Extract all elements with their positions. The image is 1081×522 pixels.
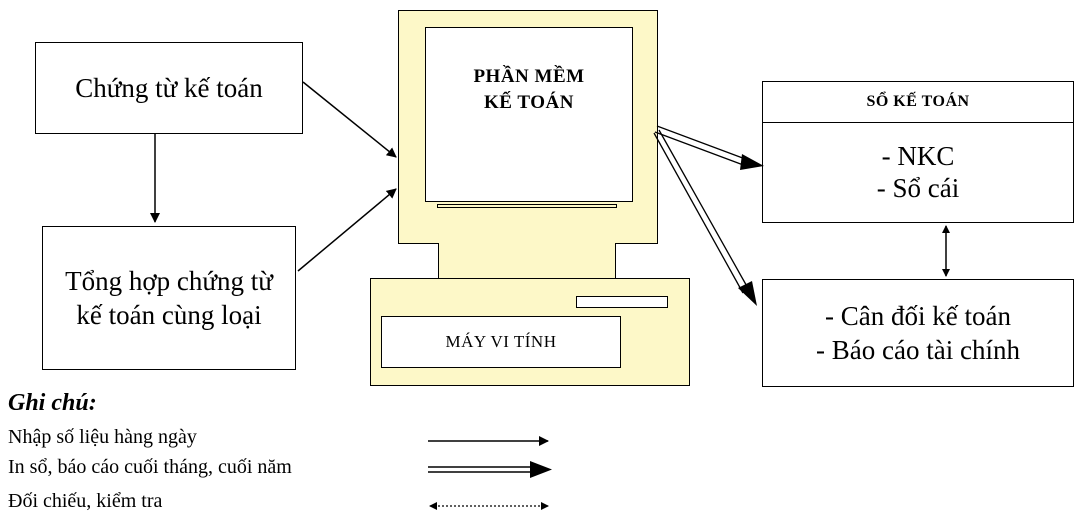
ledger-header: SỔ KẾ TOÁN	[763, 82, 1073, 123]
source-doc-label: Chứng từ kế toán	[75, 73, 263, 103]
legend-item-reconcile: Đối chiếu, kiểm tra	[8, 490, 163, 512]
computer-label: MÁY VI TÍNH	[445, 332, 557, 351]
ledger-header-label: SỔ KẾ TOÁN	[866, 93, 970, 110]
screen-bezel-line	[437, 204, 617, 208]
report-box: - Cân đối kế toán - Báo cáo tài chính	[762, 279, 1074, 387]
report-line-financial: - Báo cáo tài chính	[816, 335, 1020, 365]
report-line-balance: - Cân đối kế toán	[825, 301, 1011, 331]
legend-item-print-reports: In sổ, báo cáo cuối tháng, cuối năm	[8, 456, 292, 478]
ledger-line-nkc: - NKC	[881, 141, 955, 171]
ledger-line-so-cai: - Sổ cái	[876, 173, 960, 203]
summary-doc-box: Tổng hợp chứng từ kế toán cùng loại	[42, 226, 296, 370]
source-doc-box: Chứng từ kế toán	[35, 42, 303, 134]
disk-drive-slot	[576, 296, 668, 308]
software-title-line1: PHẦN MỀM	[473, 66, 585, 87]
arrow-source-to-software	[302, 81, 397, 158]
computer-screen: PHẦN MỀM KẾ TOÁN	[425, 27, 633, 202]
ledger-box: SỔ KẾ TOÁN - NKC - Sổ cái	[762, 81, 1074, 223]
summary-doc-label: Tổng hợp chứng từ kế toán cùng loại	[65, 266, 273, 330]
software-title-line2: KẾ TOÁN	[484, 92, 574, 113]
legend-item-daily-input: Nhập số liệu hàng ngày	[8, 426, 197, 448]
legend-double-arrow	[428, 461, 552, 478]
computer-label-panel: MÁY VI TÍNH	[381, 316, 621, 368]
ledger-content: - NKC - Sổ cái	[763, 123, 1073, 204]
arrow-summary-to-software	[297, 188, 397, 272]
legend-title: Ghi chú:	[8, 390, 97, 416]
arrow-software-to-reports	[653, 129, 757, 306]
arrow-software-to-ledger	[654, 125, 764, 170]
